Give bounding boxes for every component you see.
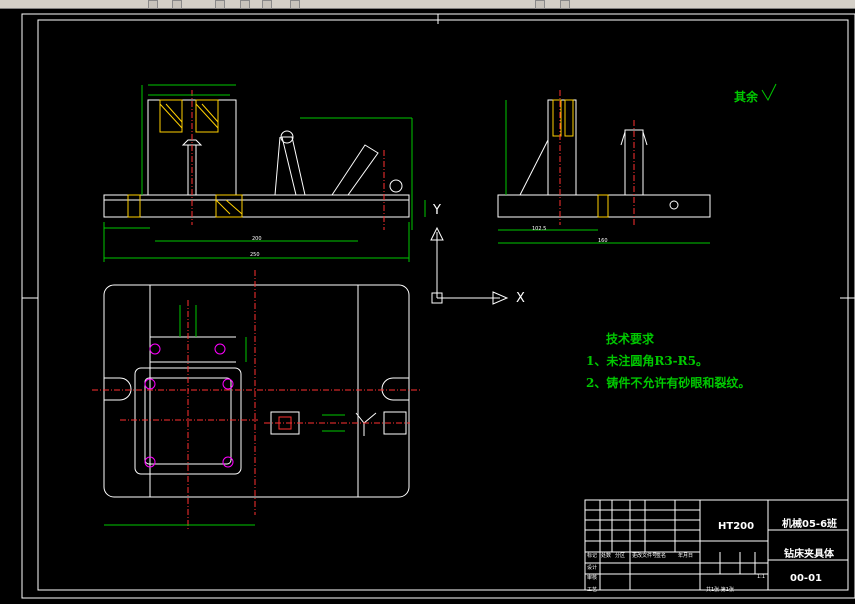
title-header-mark: 标记	[587, 553, 598, 559]
title-sheet-info: 共1张 第1张	[706, 587, 734, 593]
title-row-review: 审核	[587, 575, 598, 581]
toolbar-button-7[interactable]	[535, 0, 545, 9]
side-tower	[547, 99, 577, 196]
inner-frame	[37, 19, 849, 591]
front-view	[103, 84, 426, 262]
dim-side-inner-label: 102.5	[532, 226, 547, 232]
hole-2	[214, 343, 226, 355]
front-tower-bore-2	[195, 99, 219, 133]
top-outline	[103, 284, 410, 498]
title-header-count: 处数	[601, 553, 612, 559]
roughness-symbol	[761, 83, 777, 102]
dim-side-label: 160	[598, 238, 608, 244]
dim-overall-label: 250	[250, 252, 260, 258]
toolbar-button-3[interactable]	[215, 0, 225, 9]
slot-right	[381, 377, 409, 401]
toolbar-button-8[interactable]	[560, 0, 570, 9]
ucs-icon	[430, 226, 509, 305]
title-scale: 1:1	[757, 574, 766, 580]
hole-6	[222, 456, 234, 468]
title-drawing-name: 钻床夹具体	[784, 549, 834, 560]
title-block	[584, 499, 849, 591]
toolbar-button-4[interactable]	[240, 0, 250, 9]
toolbar-button-2[interactable]	[172, 0, 182, 9]
app-toolbar	[0, 0, 855, 9]
title-class: 机械05-6班	[782, 519, 838, 530]
toolbar-button-1[interactable]	[148, 0, 158, 9]
roughness-note: 其余	[734, 90, 759, 104]
hole-5	[144, 456, 156, 468]
axis-y-label: Y	[433, 203, 441, 218]
hole-3	[144, 378, 156, 390]
title-material: HT200	[718, 521, 755, 532]
slot-left	[104, 377, 132, 401]
section-details	[264, 411, 410, 436]
outer-frame	[21, 13, 855, 599]
toolbar-button-6[interactable]	[290, 0, 300, 9]
title-header-zone: 分区	[615, 553, 626, 559]
title-drawing-no: 00-01	[790, 573, 822, 584]
front-support-2	[331, 144, 379, 196]
tech-requirements-title: 技术要求	[606, 332, 655, 346]
cad-drawing	[21, 13, 855, 599]
drawing-canvas[interactable]: 250 200 160 102.5 Y X 其余 技术要求 1、未注圆角R3-R…	[0, 8, 855, 600]
side-view	[497, 90, 711, 244]
title-header-sign: 签名	[656, 553, 667, 559]
title-row-process: 工艺	[587, 587, 598, 593]
tech-requirement-1: 1、未注圆角R3-R5。	[586, 354, 708, 368]
top-view	[92, 270, 420, 530]
title-header-doc: 更改文件号	[632, 553, 658, 559]
title-row-design: 设计	[587, 565, 598, 571]
title-header-date: 年月日	[678, 553, 694, 559]
tech-requirement-2: 2、铸件不允许有砂眼和裂纹。	[586, 376, 751, 390]
front-base	[103, 194, 410, 218]
hole-4	[222, 378, 234, 390]
dim-inner-label: 200	[252, 236, 262, 242]
axis-x-label: X	[516, 291, 525, 306]
front-tower-bore-1	[159, 99, 183, 133]
hole-1	[149, 343, 161, 355]
toolbar-button-5[interactable]	[262, 0, 272, 9]
front-support-1	[281, 136, 306, 196]
